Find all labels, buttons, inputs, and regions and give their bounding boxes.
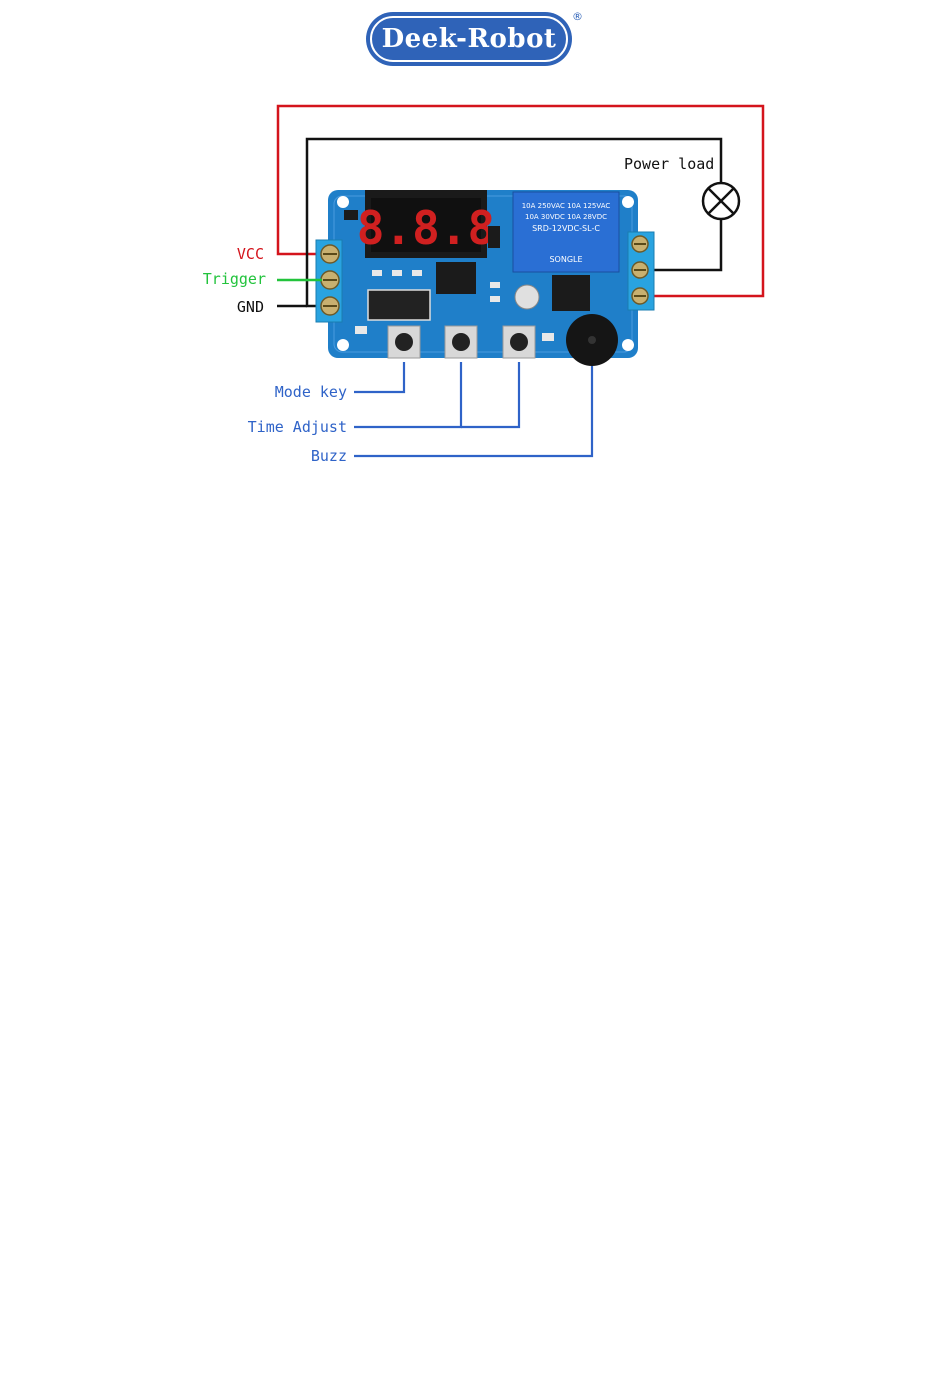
relay-model: SRD-12VDC-SL-C xyxy=(532,224,600,233)
buzzer-hole xyxy=(588,336,596,344)
relay-rating-2: 10A 30VDC 10A 28VDC xyxy=(525,213,607,221)
mount-hole xyxy=(622,339,634,351)
smd-resistor xyxy=(490,282,500,288)
buzz-label: Buzz xyxy=(311,447,347,465)
transistor xyxy=(552,275,590,311)
time-adjust-label: Time Adjust xyxy=(248,418,347,436)
smd-resistor xyxy=(412,270,422,276)
relay-rating-1: 10A 250VAC 10A 125VAC xyxy=(522,202,611,210)
buzz-leader xyxy=(354,366,592,456)
smd-resistor xyxy=(392,270,402,276)
mount-hole xyxy=(337,339,349,351)
lamp-icon xyxy=(703,183,739,219)
microcontroller-chip xyxy=(436,262,476,294)
gnd-label: GND xyxy=(237,298,264,316)
display-digits: 8.8.8 xyxy=(357,201,495,255)
optocoupler-chip xyxy=(368,290,430,320)
time-adjust-button-2 xyxy=(503,326,535,358)
mode-key-leader xyxy=(354,362,404,392)
mode-key-button xyxy=(388,326,420,358)
vcc-label: VCC xyxy=(237,245,264,263)
smd-resistor xyxy=(372,270,382,276)
capacitor xyxy=(515,285,539,309)
smd-resistor xyxy=(490,296,500,302)
smd-resistor xyxy=(542,333,554,341)
time-adjust-leader xyxy=(354,362,461,427)
mount-hole xyxy=(337,196,349,208)
power-load-label: Power load xyxy=(624,155,714,173)
diode xyxy=(488,226,500,248)
time-adjust-leader-2 xyxy=(461,362,519,427)
smd-led xyxy=(355,326,367,334)
smd-component xyxy=(344,210,358,220)
mount-hole xyxy=(622,196,634,208)
time-adjust-button-1 xyxy=(445,326,477,358)
relay-brand: SONGLE xyxy=(549,255,582,264)
relay-module-board: 8.8.8 10A 250VAC 10A 125VAC 10A 30VDC 10… xyxy=(328,190,638,366)
trigger-label: Trigger xyxy=(203,270,266,288)
mode-key-label: Mode key xyxy=(275,383,347,401)
seven-segment-display: 8.8.8 xyxy=(357,190,495,258)
output-terminal-block xyxy=(628,232,654,310)
relay: 10A 250VAC 10A 125VAC 10A 30VDC 10A 28VD… xyxy=(513,192,619,272)
